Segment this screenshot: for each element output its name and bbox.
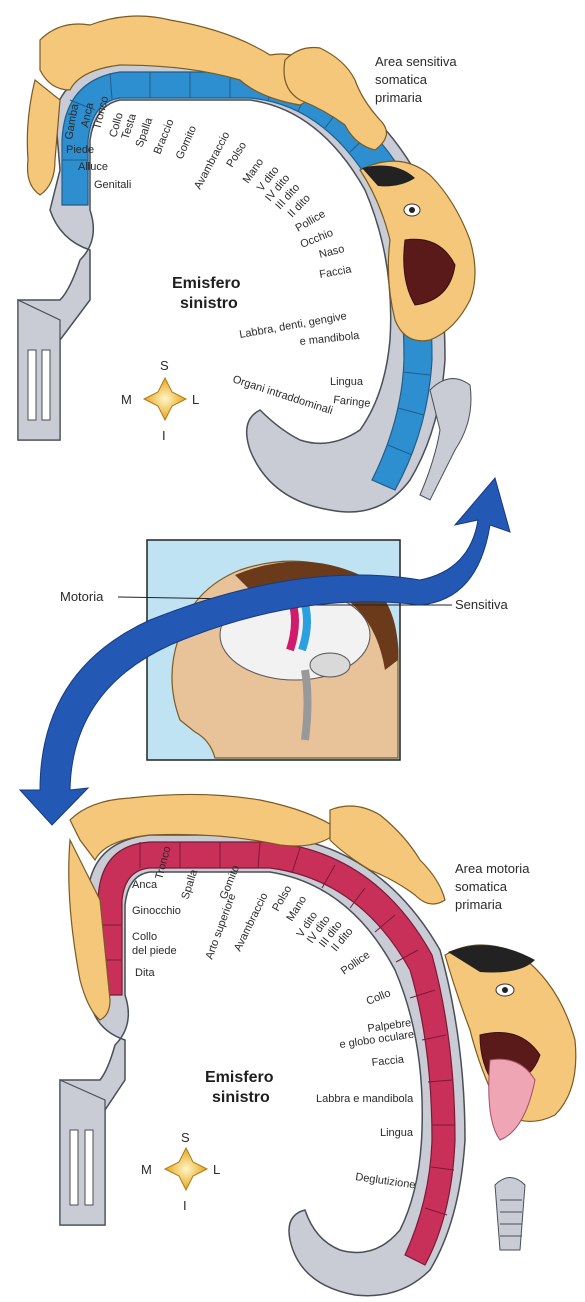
motor-label-deglutizione: Deglutizione (355, 1171, 417, 1191)
motor-compass: S I M L (141, 1130, 220, 1213)
sensory-label-organi: Organi intraddominali (231, 373, 334, 417)
compass-right-label: L (192, 392, 199, 407)
sensory-compass: S I M L (121, 358, 199, 443)
sensory-label-naso: Naso (318, 243, 346, 261)
motor-label-collo-foot-2: del piede (132, 945, 177, 957)
compass-top-label: S (160, 358, 169, 373)
motor-label-pollice: Pollice (339, 949, 372, 977)
compass-bottom-label: I (183, 1198, 187, 1213)
sensory-label-polso: Polso (224, 140, 249, 170)
sensory-tower (18, 300, 60, 440)
sensory-label-braccio: Braccio (152, 118, 177, 157)
brainstem (305, 670, 308, 740)
compass-left-label: M (141, 1162, 152, 1177)
motor-tongue (489, 1059, 535, 1140)
compass-right-label: L (213, 1162, 220, 1177)
motor-label-lingua: Lingua (380, 1127, 414, 1139)
sensory-section: Area sensitiva somatica primaria Emisfer… (18, 16, 475, 512)
motor-label-ginocchio: Ginocchio (132, 905, 181, 917)
sensory-hemisphere-line-2: sinistro (180, 295, 238, 312)
sensory-label-faringe: Faringe (333, 394, 371, 410)
compass-top-label: S (181, 1130, 190, 1145)
sensory-pointer-label: Sensitiva (455, 597, 509, 612)
sensory-title-line-3: primaria (375, 90, 423, 105)
cerebellum (310, 653, 350, 677)
sensory-hemisphere-line-1: Emisfero (172, 275, 241, 292)
sensory-title-line-2: somatica (375, 72, 428, 87)
motor-label-arto: Arto superiore (204, 892, 239, 961)
motor-label-collo-neck: Collo (365, 987, 393, 1008)
sensory-label-genitali: Genitali (94, 179, 131, 191)
compass-star-icon (144, 378, 186, 420)
motor-tower-slot-2 (85, 1130, 93, 1205)
motor-tower-slot-1 (70, 1130, 78, 1205)
motor-label-labbra: Labbra e mandibola (316, 1093, 414, 1105)
motor-tower (60, 1080, 105, 1225)
motor-label-collo-foot-1: Collo (132, 931, 157, 943)
motor-pupil (502, 987, 508, 993)
sensory-label-gomito: Gomito (174, 124, 199, 161)
sensory-label-piede: Piede (66, 144, 94, 156)
sensory-title-line-1: Area sensitiva (375, 54, 457, 69)
sensory-label-lingua: Lingua (330, 376, 364, 388)
sensory-pupil (409, 207, 415, 213)
sensory-tower-slot-1 (28, 350, 36, 420)
motor-hemisphere-line-2: sinistro (212, 1089, 270, 1106)
compass-bottom-label: I (162, 428, 166, 443)
motor-larynx (495, 1178, 525, 1251)
motor-section: Area motoria somatica primaria Emisfero … (60, 794, 576, 1295)
motor-label-faccia: Faccia (371, 1054, 405, 1069)
sensory-label-mandibola: e mandibola (299, 330, 361, 348)
sensory-leg (27, 80, 60, 195)
motor-label-anca: Anca (132, 879, 158, 891)
sensory-tower-slot-2 (42, 350, 50, 420)
motor-title-line-1: Area motoria (455, 861, 530, 876)
sensory-label-alluce: Alluce (78, 161, 108, 173)
motor-title-line-3: primaria (455, 897, 503, 912)
motor-title-line-2: somatica (455, 879, 508, 894)
motor-hemisphere-line-1: Emisfero (205, 1069, 274, 1086)
compass-star-icon (165, 1148, 207, 1190)
sensory-label-faccia: Faccia (318, 263, 353, 281)
motor-label-avambraccio: Avambraccio (232, 891, 271, 953)
motor-label-dita: Dita (135, 967, 155, 979)
motor-pointer-label: Motoria (60, 589, 104, 604)
compass-left-label: M (121, 392, 132, 407)
